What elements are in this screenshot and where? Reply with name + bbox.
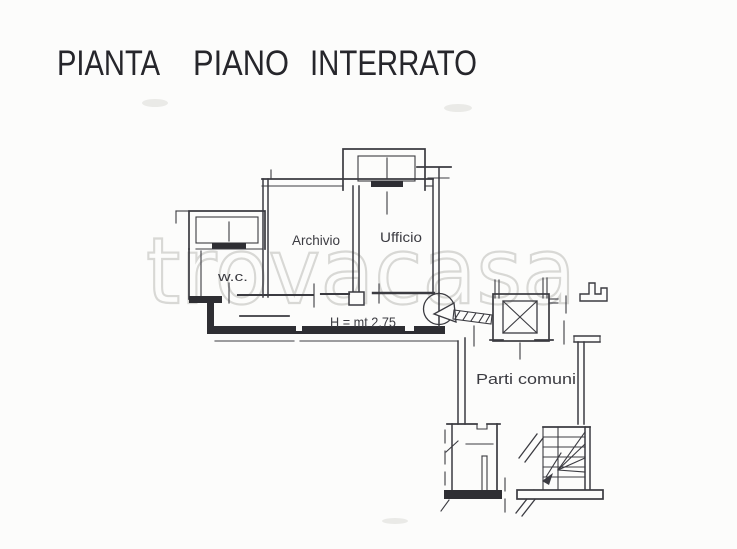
scan-artifacts xyxy=(142,99,472,524)
bottom-walls xyxy=(189,296,459,342)
window-well-ufficio xyxy=(342,148,426,215)
top-wall xyxy=(261,166,452,187)
wc-room-walls xyxy=(188,248,202,300)
title-word-2: PIANO xyxy=(193,44,289,83)
elevator-shaft-icon xyxy=(473,277,567,360)
labels: Archivio Ufficio w.c. H = mt 2,75 Parti … xyxy=(217,229,576,388)
corridor-walls xyxy=(457,337,466,425)
room-label-ufficio: Ufficio xyxy=(380,229,422,245)
divider-wall xyxy=(348,185,365,306)
winder-staircase-icon xyxy=(515,426,604,517)
plan-title: PIANTA PIANO INTERRATO xyxy=(57,44,477,83)
room-label-archivio: Archivio xyxy=(292,232,340,248)
wall-fragment-right xyxy=(573,335,601,425)
common-areas xyxy=(440,277,608,517)
interior-bottom-lines xyxy=(236,283,436,308)
title-word-3: INTERRATO xyxy=(310,44,477,83)
wall-fragment-top-right xyxy=(579,282,608,302)
common-area-label: Parti comuni xyxy=(476,372,576,388)
ceiling-height-note: H = mt 2,75 xyxy=(330,314,396,330)
right-wall xyxy=(432,167,440,294)
title-word-1: PIANTA xyxy=(57,44,161,83)
archivio-left-wall xyxy=(262,178,269,298)
entrance-arrow-icon xyxy=(432,301,493,325)
storage-room-walls xyxy=(440,423,506,513)
watermark-text: trovacasa xyxy=(146,218,576,325)
room-label-wc: w.c. xyxy=(217,269,248,284)
main-unit-walls xyxy=(175,148,493,342)
window-well-wc xyxy=(175,210,266,304)
